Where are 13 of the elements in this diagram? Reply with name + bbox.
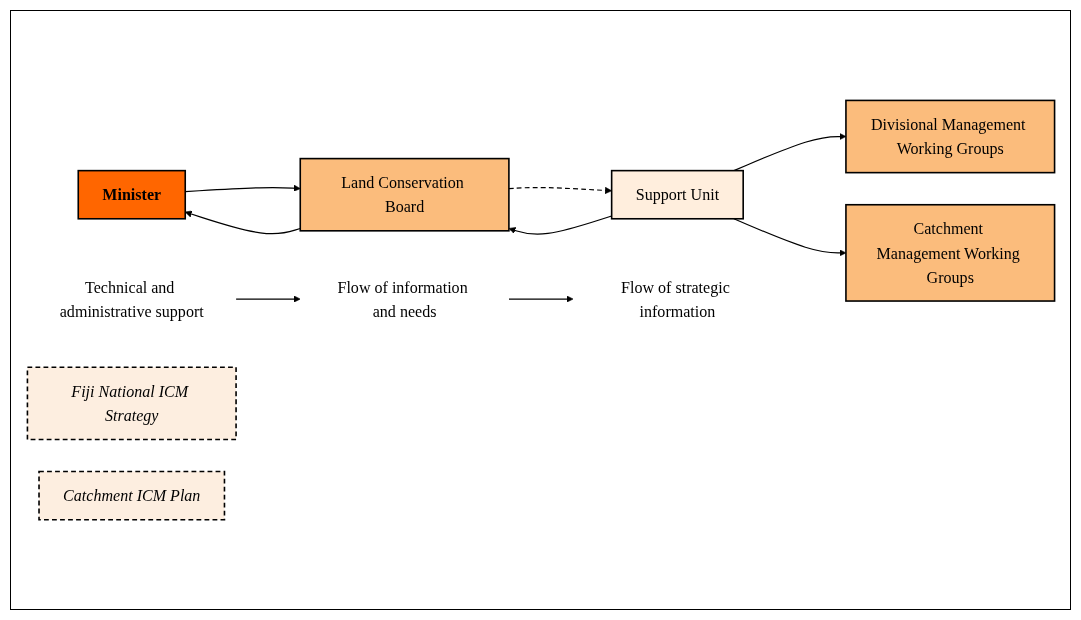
node-box: Fiji National ICM Strategy — [26, 366, 237, 441]
arrow — [507, 295, 573, 303]
arrow — [508, 215, 612, 235]
arrow — [234, 295, 301, 303]
node-text: Technical and administrative support — [59, 278, 204, 320]
node-box: Minister — [76, 169, 186, 220]
node-box: Divisional Management Working Groups — [844, 99, 1055, 174]
node-box: Catchment ICM Plan — [37, 470, 225, 521]
node-text: Flow of strategic information — [620, 278, 730, 320]
node-box: Land Conservation Board — [298, 157, 510, 232]
node-text: Flow of information and needs — [336, 278, 468, 320]
node-box: Support Unit — [610, 169, 744, 220]
node-box: Catchment Management Working Groups — [844, 203, 1055, 302]
